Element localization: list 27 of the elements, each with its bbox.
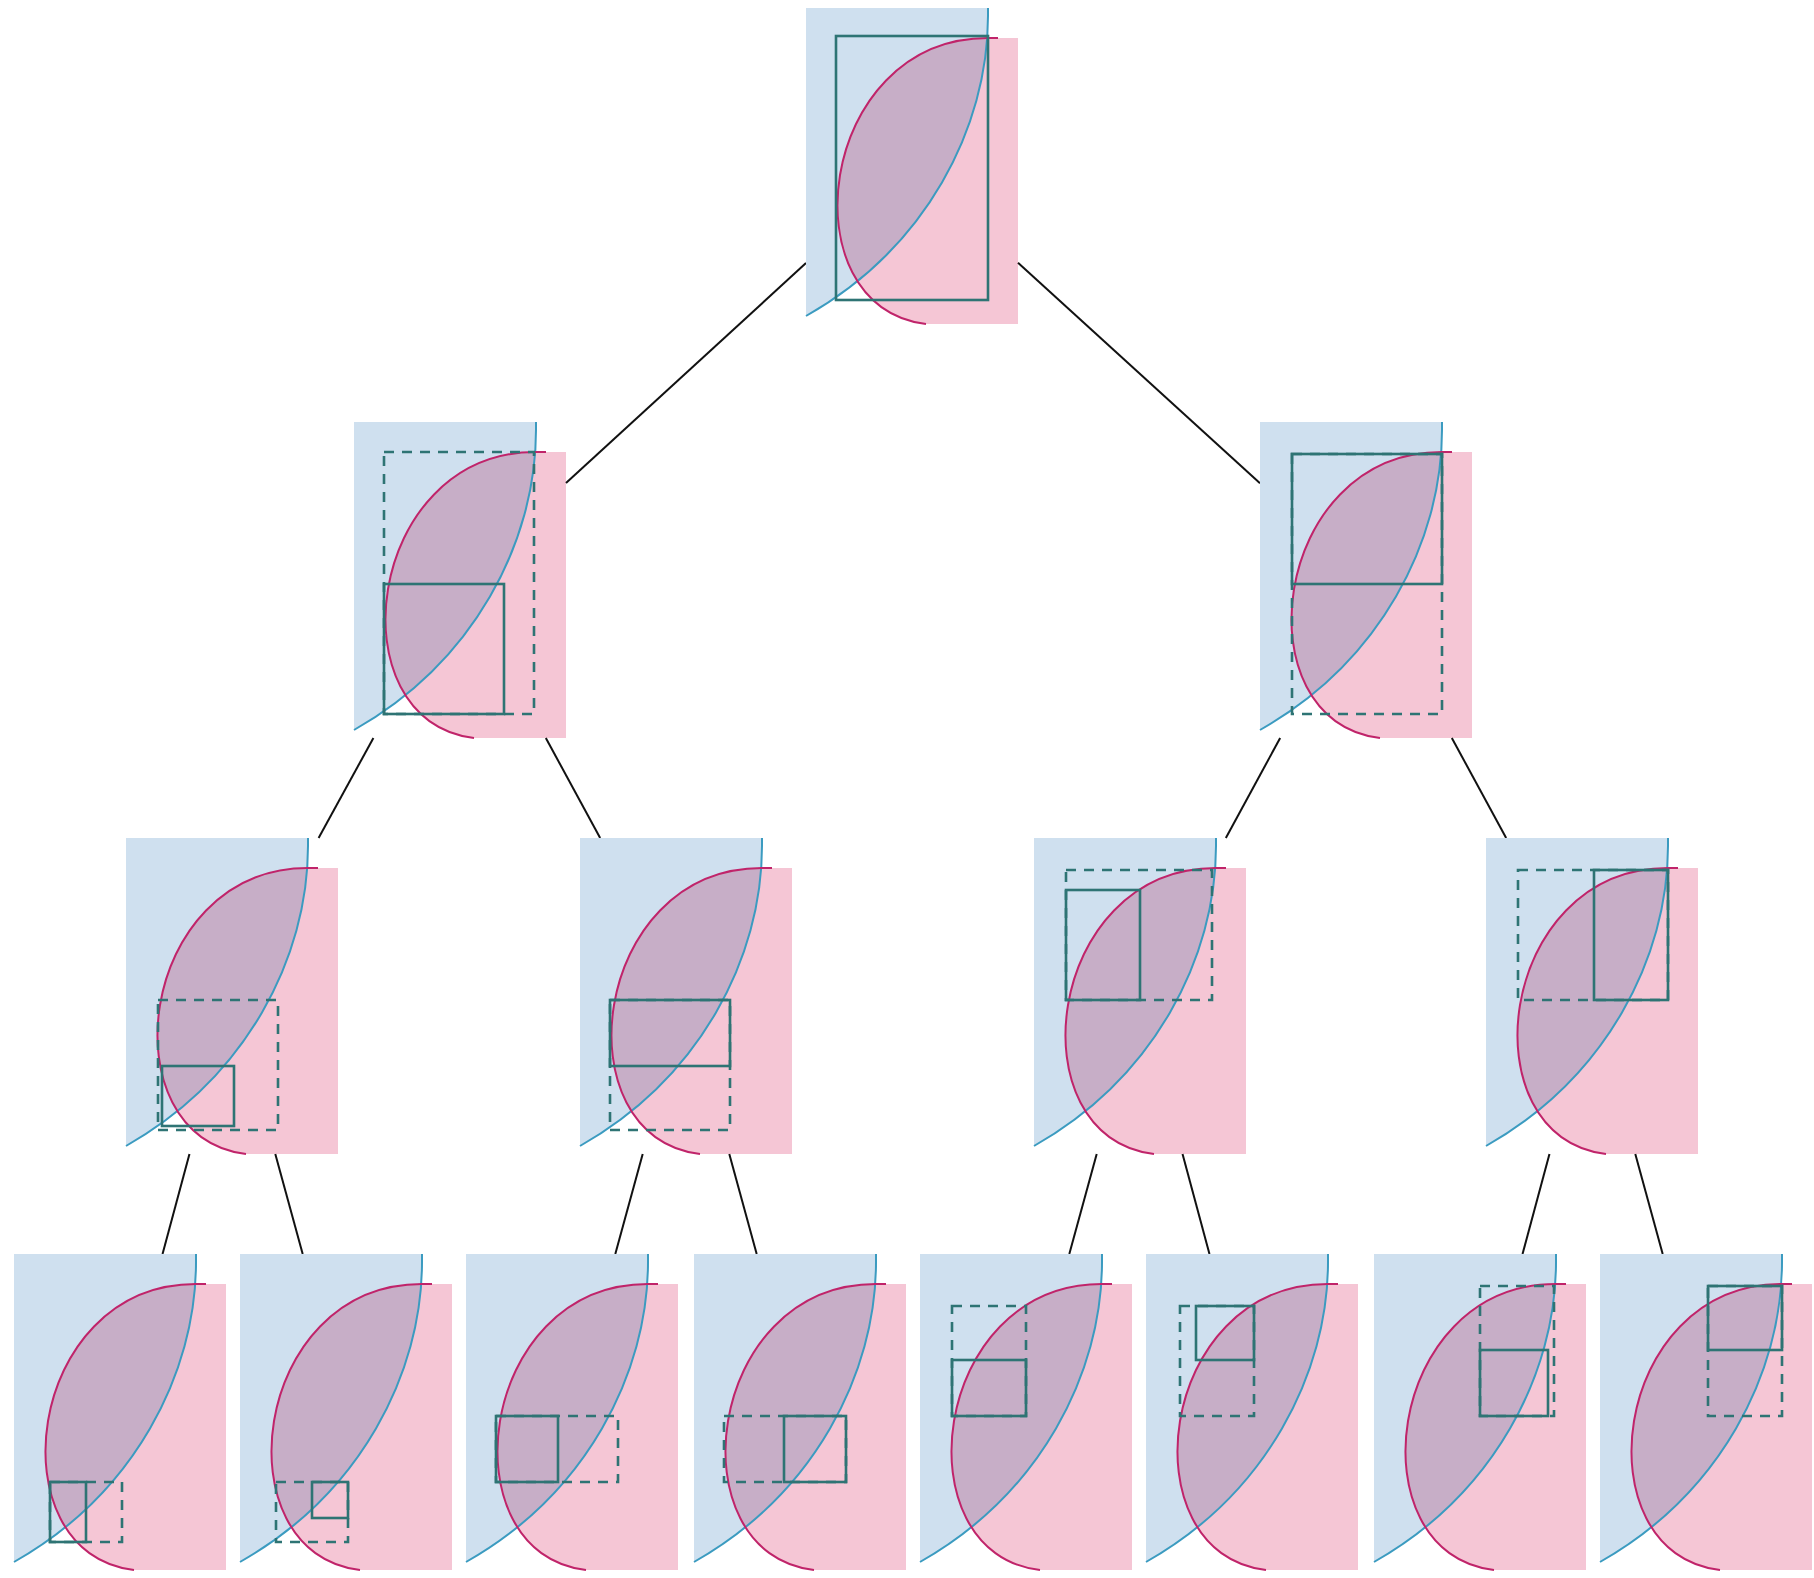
connector-line xyxy=(1450,737,1508,839)
connector-line xyxy=(728,1153,758,1255)
lens-diagram-drawing xyxy=(240,1254,452,1570)
connector-line xyxy=(1521,1153,1551,1255)
lens-diagram-drawing xyxy=(1034,838,1246,1154)
connector-line xyxy=(1224,737,1282,839)
lens-diagram-drawing xyxy=(580,838,792,1154)
connector-line xyxy=(317,737,375,839)
lens-diagram-drawing xyxy=(1486,838,1698,1154)
lens-diagram-drawing xyxy=(806,8,1018,324)
connector-line xyxy=(274,1153,304,1255)
connector-line xyxy=(544,737,602,839)
connector-line xyxy=(565,262,807,484)
lens-diagram-drawing xyxy=(694,1254,906,1570)
lens-diagram-drawing xyxy=(14,1254,226,1570)
lens-diagram-drawing xyxy=(920,1254,1132,1570)
lens-diagram-drawing xyxy=(126,838,338,1154)
connector-line xyxy=(1068,1153,1098,1255)
lens-diagram-drawing xyxy=(1260,422,1472,738)
lens-diagram-drawing xyxy=(1600,1254,1812,1570)
connector-line xyxy=(1017,261,1261,485)
lens-diagram-drawing xyxy=(1374,1254,1586,1570)
lens-diagram-drawing xyxy=(466,1254,678,1570)
connector-line xyxy=(1634,1153,1664,1255)
lens-diagram-drawing xyxy=(354,422,566,738)
connector-line xyxy=(1181,1153,1211,1255)
lens-diagram-drawing xyxy=(1146,1254,1358,1570)
